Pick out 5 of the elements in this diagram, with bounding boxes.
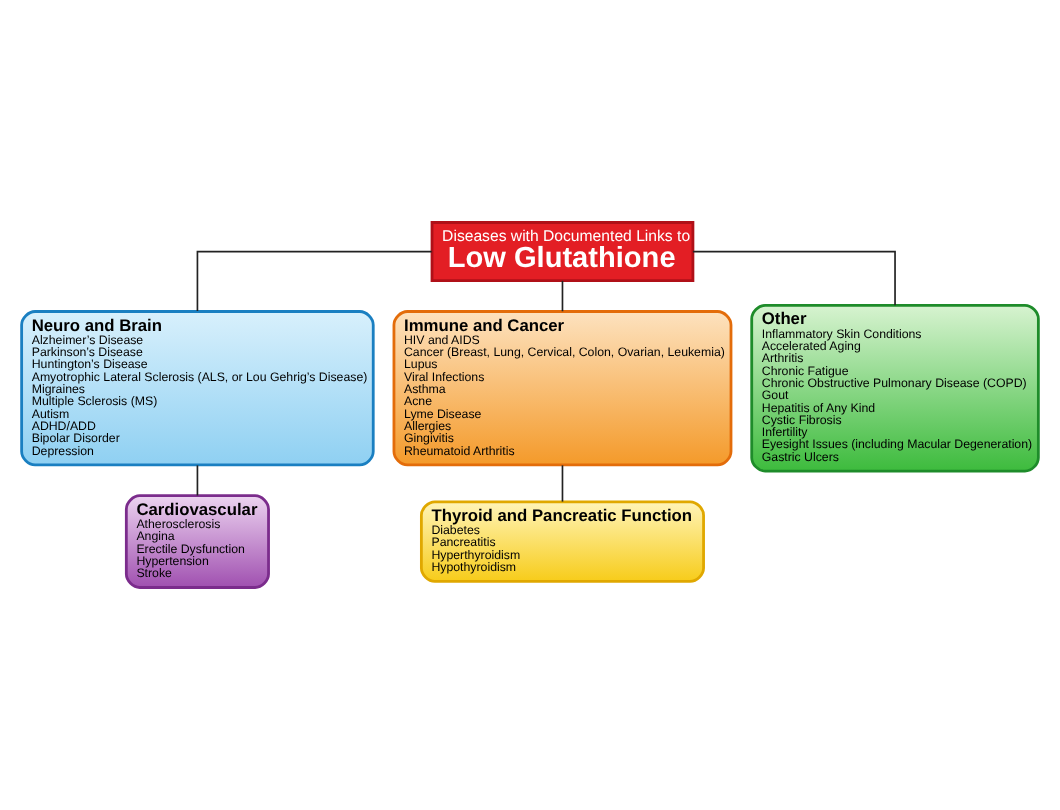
connector [196,250,433,312]
connector [561,464,564,503]
connector [561,280,564,313]
connector [692,250,896,307]
connector [196,464,199,497]
